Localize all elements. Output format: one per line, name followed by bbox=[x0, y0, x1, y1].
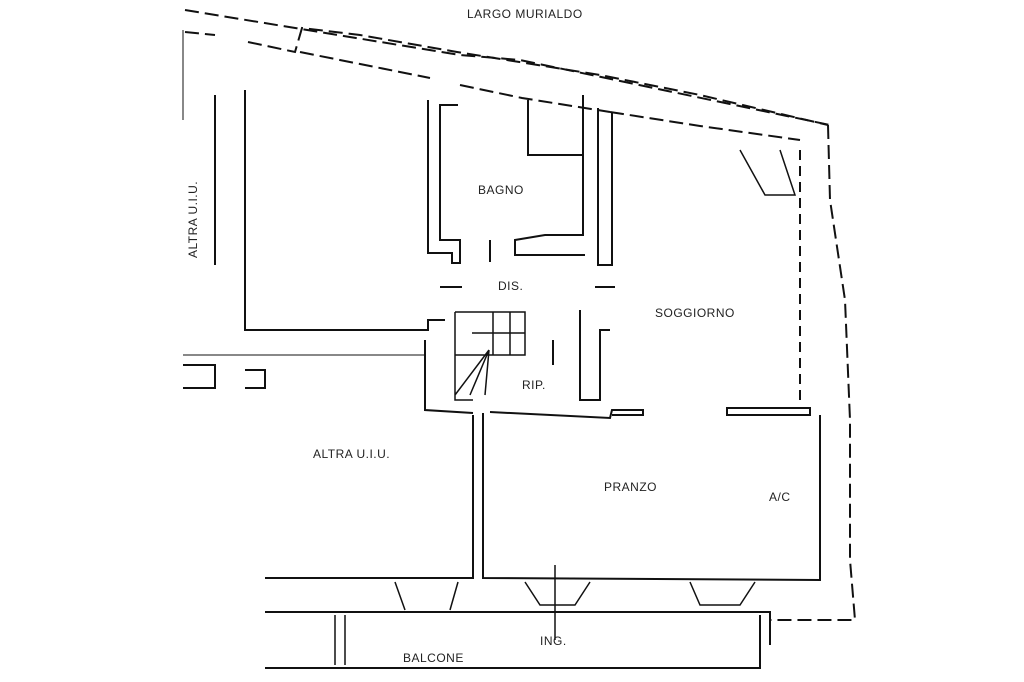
east-boundary bbox=[770, 124, 857, 621]
room-label-altra-uiu-left: ALTRA U.I.U. bbox=[186, 180, 200, 258]
room-label-bagno: BAGNO bbox=[478, 183, 524, 197]
room-label-balcone: BALCONE bbox=[403, 651, 464, 665]
room-label-dis: DIS. bbox=[498, 279, 524, 293]
bagno-walls bbox=[427, 100, 461, 264]
room-label-soggiorno: SOGGIORNO bbox=[655, 306, 735, 320]
balcone bbox=[265, 611, 771, 669]
north-boundary bbox=[184, 9, 831, 141]
room-label-pranzo: PRANZO bbox=[604, 480, 658, 494]
room-label-ing: ING. bbox=[540, 634, 567, 648]
room-label-rip: RIP. bbox=[522, 378, 546, 392]
street-label: LARGO MURIALDO bbox=[467, 7, 583, 21]
room-label-ac: A/C bbox=[769, 490, 791, 504]
room-label-altra-uiu-bottom: ALTRA U.I.U. bbox=[313, 447, 391, 461]
stairs bbox=[454, 311, 526, 401]
left-room-walls bbox=[244, 90, 445, 331]
pranzo-walls bbox=[482, 413, 821, 582]
